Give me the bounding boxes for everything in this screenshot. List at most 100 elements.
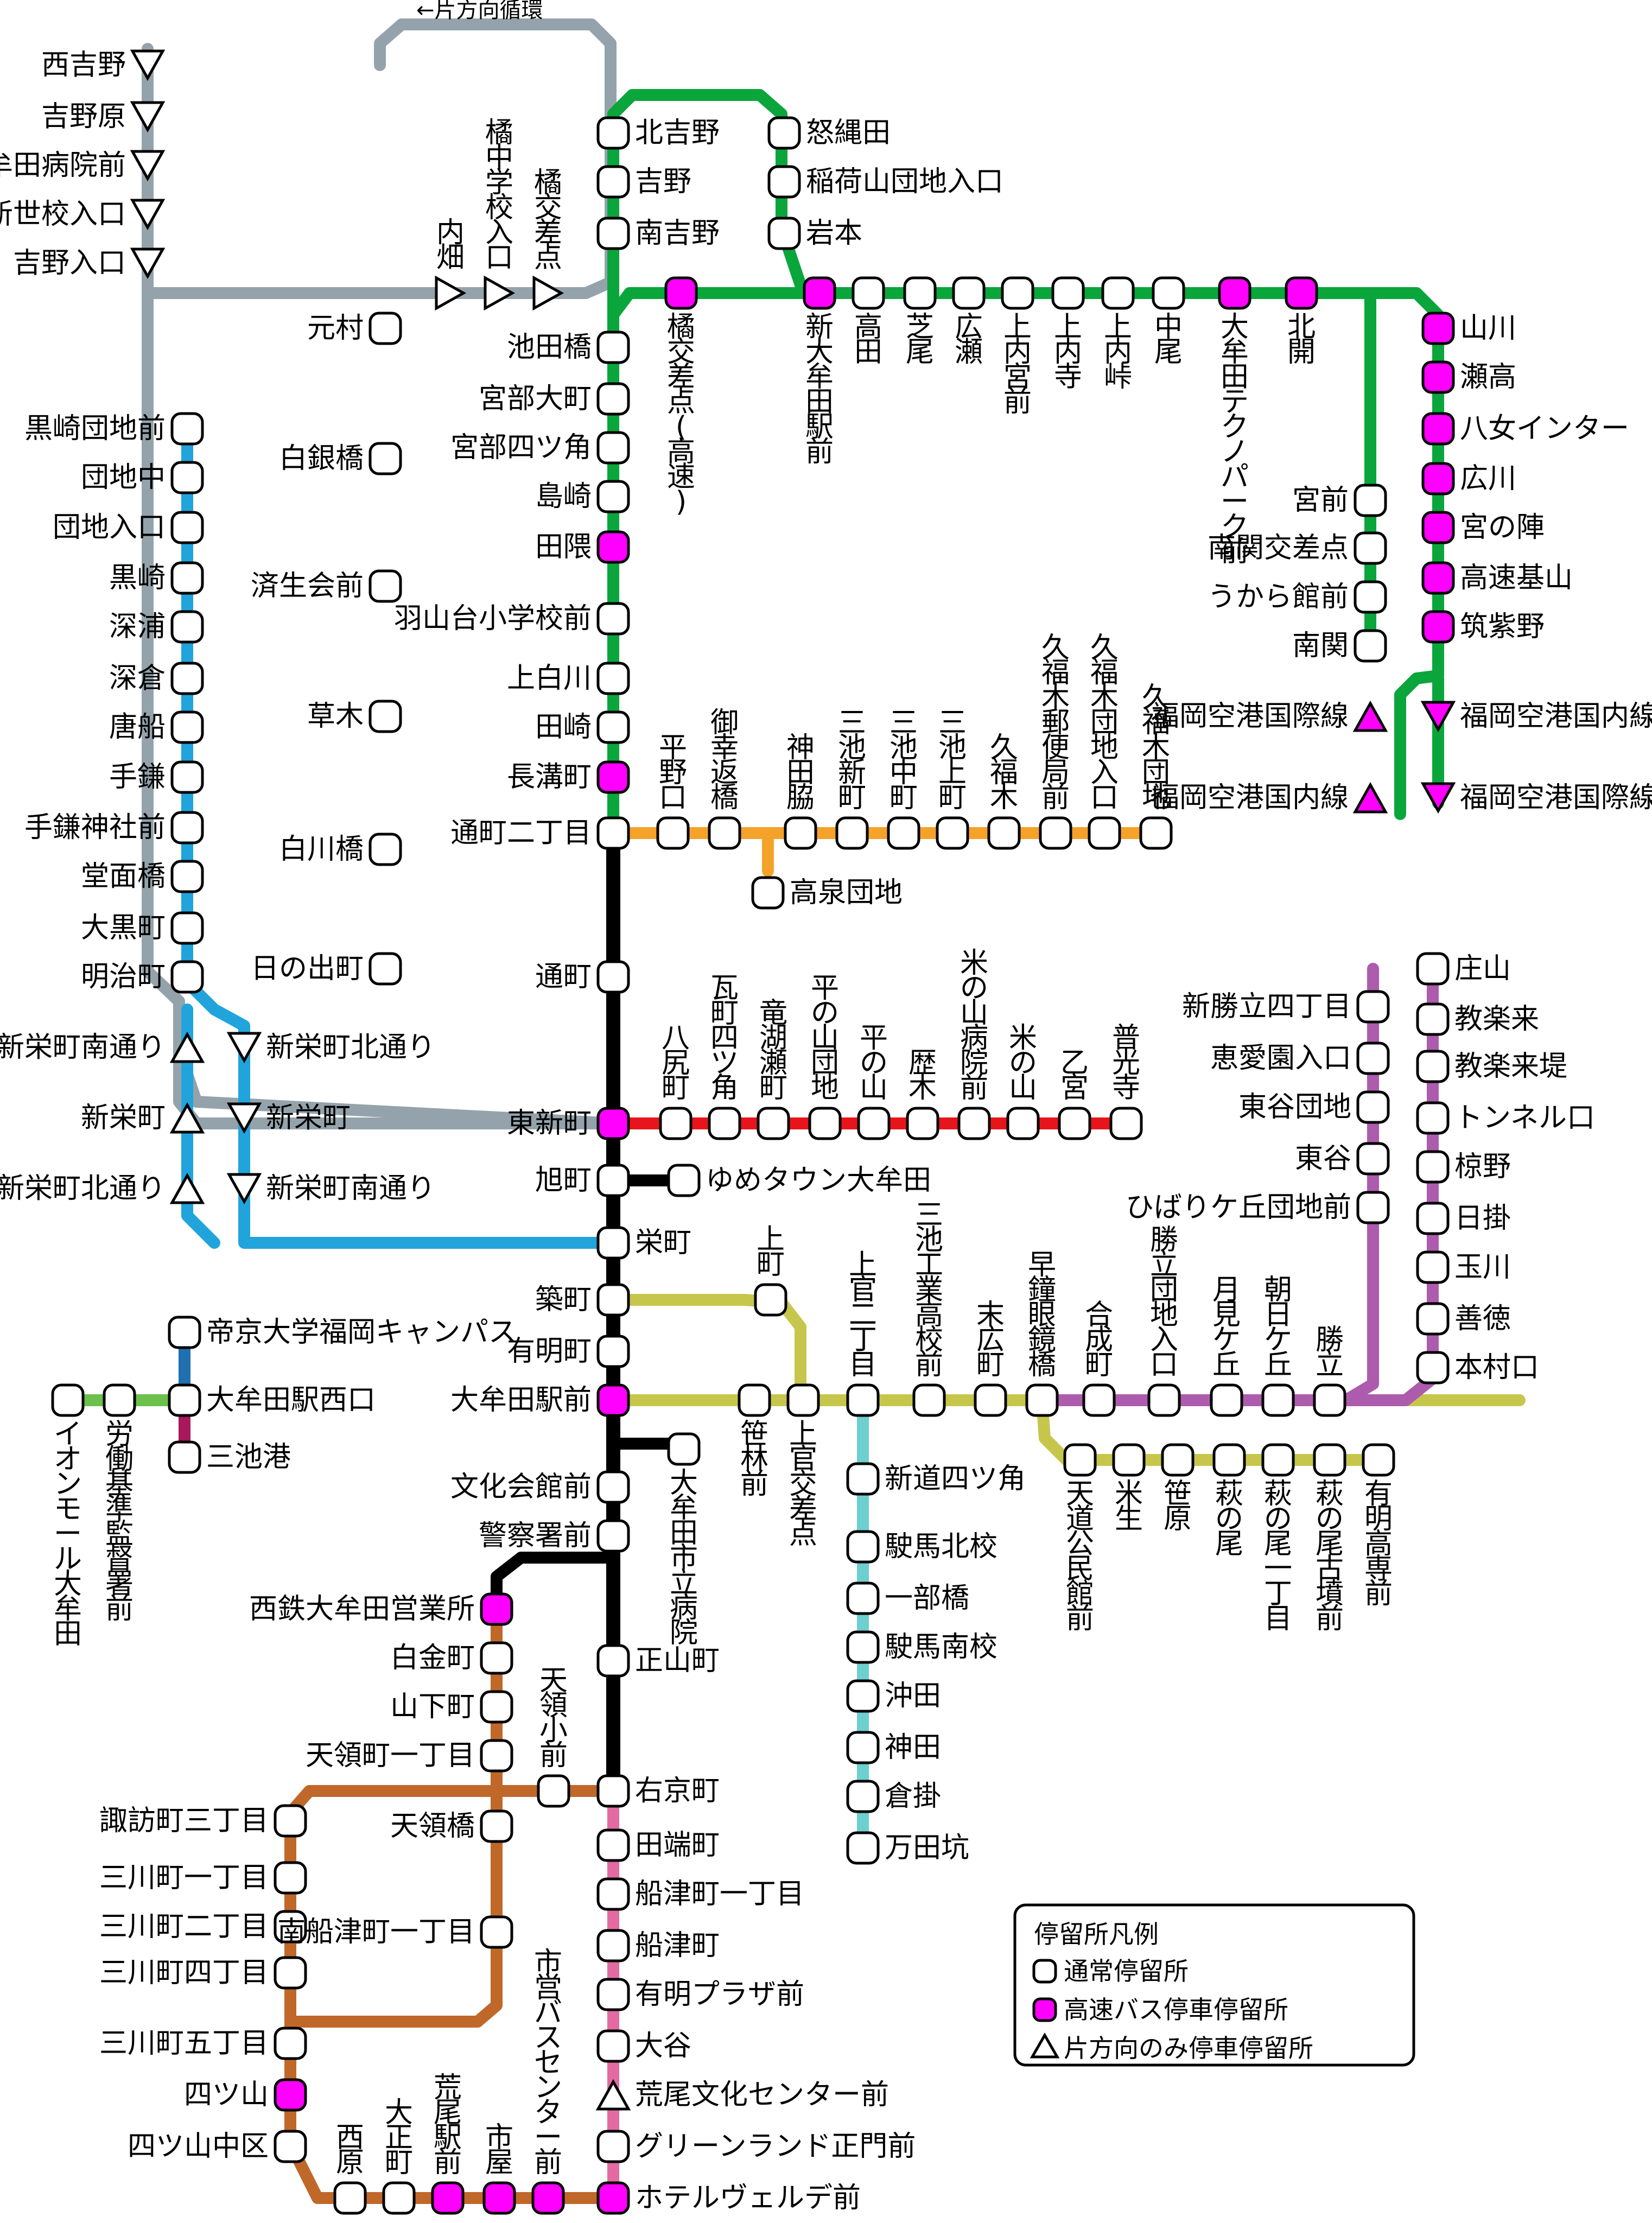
stop-fukoji[interactable] [1109,1107,1143,1140]
stop-kufuki-danchi-iriguchi[interactable] [1088,816,1121,850]
stop-nishitetsu-omuta-eigyosho[interactable] [480,1592,513,1626]
stop-mikawamachi-yonchome[interactable] [274,1956,307,1990]
stop-keiaien-iriguchi[interactable] [1356,1041,1390,1075]
stop-miike-kamimachi[interactable] [936,816,969,850]
one-way-stop-omuta-byoin-mae[interactable] [130,150,166,182]
stop-kurakake[interactable] [846,1780,880,1813]
stop-zentoku[interactable] [1416,1302,1450,1336]
stop-yoshino[interactable] [596,165,630,199]
stop-suwamachi-sanchome[interactable] [274,1804,307,1838]
stop-sakaemachi[interactable] [596,1226,630,1260]
stop-kamiuchi-miyamae[interactable] [1001,276,1034,310]
stop-shoyama[interactable] [1416,952,1450,986]
stop-mikawamachi-nichome[interactable] [274,1910,307,1943]
stop-nanseki-kosaten[interactable] [1354,531,1387,565]
stop-okita[interactable] [846,1679,880,1713]
stop-kyorakurai-tsutsumi[interactable] [1416,1050,1450,1083]
stop-saiseikai-mae[interactable] [368,569,402,603]
stop-tsukimigaoka[interactable] [1210,1383,1243,1417]
stop-rodo-kijun-kantokusho-mae[interactable] [103,1383,136,1417]
stop-kitayoshino[interactable] [596,116,630,150]
stop-kamishirakawa[interactable] [596,662,630,695]
one-way-stop-shinsakaemachi[interactable] [169,1102,205,1134]
stop-miyanojin[interactable] [1421,511,1455,544]
stop-kitabiraki[interactable] [1285,276,1318,310]
one-way-stop-tachibana-chugakko-iriguchi[interactable] [484,275,516,311]
stop-sasabayashimae[interactable] [738,1383,771,1417]
stop-fukakura[interactable] [170,662,204,695]
stop-ryukoseimachi[interactable] [757,1107,790,1140]
stop-higashidani-danchi[interactable] [1356,1090,1390,1124]
stop-suehiromachi[interactable] [974,1383,1007,1417]
stop-nagamizomachi[interactable] [596,760,630,794]
stop-miyabu-yotsukado[interactable] [596,431,630,465]
stop-shozanmachi[interactable] [596,1644,630,1678]
stop-ariake-kosen-mae[interactable] [1362,1443,1395,1477]
stop-aeon-mall-omuta[interactable] [51,1383,85,1417]
stop-kanda[interactable] [846,1731,880,1764]
stop-hiranokuchi[interactable] [656,816,690,850]
stop-hiranoyama-danchi[interactable] [808,1107,842,1140]
stop-miike-shinmachi[interactable] [835,816,869,850]
stop-shimazaki[interactable] [596,480,630,513]
stop-yoneo[interactable] [1112,1443,1146,1477]
stop-shibao[interactable] [903,276,937,310]
stop-oya[interactable] [596,2029,630,2063]
stop-hotel-verde-mae[interactable] [596,2181,630,2215]
stop-hayama-kitako[interactable] [846,1530,880,1564]
stop-youme-town-omuta[interactable] [667,1164,701,1197]
stop-kufuki[interactable] [987,816,1021,850]
stop-shiei-bus-center-mae[interactable] [531,2181,565,2215]
stop-kamikan-nichome[interactable] [846,1383,880,1417]
stop-miike-ko[interactable] [168,1440,201,1474]
stop-nakao[interactable] [1152,276,1185,310]
stop-tunnel-guchi[interactable] [1416,1101,1450,1135]
one-way-stop-ariake-shinseiko-iriguchi[interactable] [130,199,166,231]
stop-tegama-jinja-mae[interactable] [170,811,204,844]
stop-meijimachi[interactable] [170,960,204,994]
stop-tenryo-sho-mae[interactable] [537,1774,570,1808]
stop-keisatsusho-mae[interactable] [596,1519,630,1553]
stop-arao-eki-mae[interactable] [431,2181,465,2215]
stop-hiranoyama[interactable] [857,1107,891,1140]
stop-kandawaki[interactable] [784,816,817,850]
one-way-stop-tachibana-kosaten[interactable] [532,275,564,311]
one-way-stop-yoshinohara[interactable] [130,101,166,133]
stop-kamikan-kosaten[interactable] [786,1383,820,1417]
stop-ariake-plaza-mae[interactable] [596,1978,630,2011]
stop-yame-ic[interactable] [1421,412,1455,446]
one-way-stop-fukuoka-airport-domestic[interactable] [1420,701,1456,733]
stop-hibarigaoka-danchi-mae[interactable] [1356,1191,1390,1224]
stop-kufuki-danchi[interactable] [1139,816,1173,850]
stop-takada[interactable] [852,276,885,310]
stop-funatsumachi[interactable] [596,1929,630,1962]
stop-honmuraguchi[interactable] [1416,1351,1450,1384]
stop-ukyomachi[interactable] [596,1774,630,1808]
stop-motomura[interactable] [368,312,402,345]
stop-higashishinmachi[interactable] [596,1107,630,1140]
stop-omuta-techno-park-mae[interactable] [1218,276,1251,310]
stop-inariyama-danchi-iriguchi[interactable] [767,165,801,199]
one-way-stop-shinsakaemachi-kitadori[interactable] [226,1032,262,1064]
stop-chikushino[interactable] [1421,610,1455,644]
stop-yamashitamachi[interactable] [480,1690,513,1724]
stop-sasahara[interactable] [1161,1443,1194,1477]
stop-takuma[interactable] [596,530,630,564]
stop-minami-funatsumachi-itchome[interactable] [480,1915,513,1949]
stop-ikedabashi[interactable] [596,331,630,364]
stop-kamiuchi-toge[interactable] [1101,276,1135,310]
stop-miike-nakamachi[interactable] [887,816,920,850]
one-way-stop-shinsakaemachi[interactable] [226,1102,262,1134]
stop-komenoyama[interactable] [1006,1107,1040,1140]
stop-nunawada[interactable] [767,116,801,150]
stop-higashidani[interactable] [1356,1142,1390,1176]
stop-shirakawabashi[interactable] [368,833,402,866]
stop-shindo-yotsukado[interactable] [846,1462,880,1496]
stop-tendo-kominkan-mae[interactable] [1063,1443,1097,1477]
stop-hayamadai-shogakko-mae[interactable] [596,602,630,636]
stop-miike-kogyo-koko-mae[interactable] [912,1383,946,1417]
stop-nishibara[interactable] [333,2181,367,2215]
stop-torimachi-nichome[interactable] [596,816,630,850]
stop-kyorakurai[interactable] [1416,1002,1450,1036]
stop-omuta-eki-nishiguchi[interactable] [168,1383,201,1417]
